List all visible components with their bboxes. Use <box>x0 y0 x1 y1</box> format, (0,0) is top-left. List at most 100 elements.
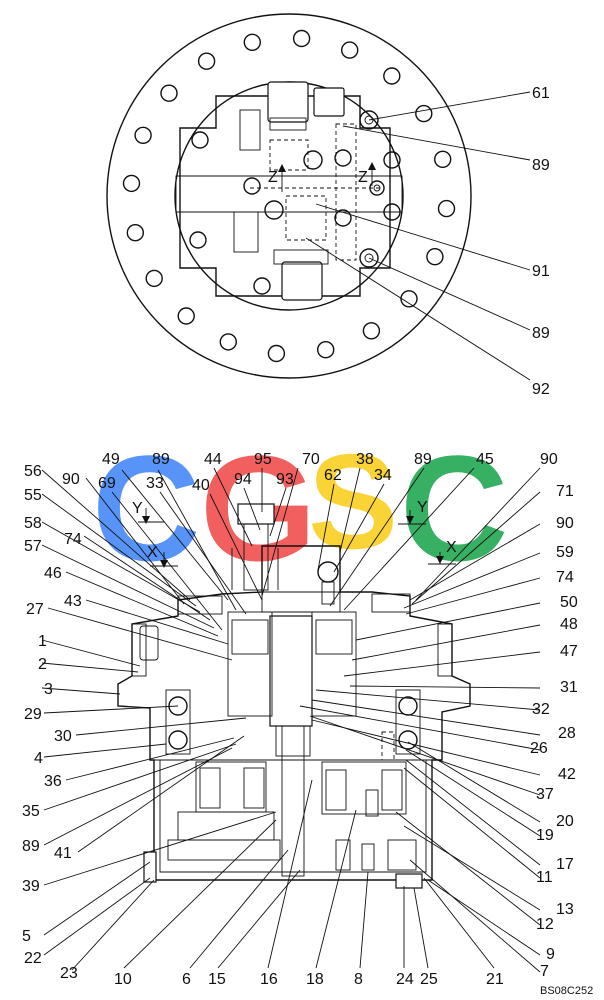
right-label-5: 48 <box>560 616 578 633</box>
right-label-8: 32 <box>532 701 550 718</box>
top-label-9: 70 <box>302 451 320 468</box>
top-label-89b: 89 <box>532 325 550 342</box>
bottom-label-8: 21 <box>486 971 504 988</box>
bottom-label-1: 6 <box>182 971 191 988</box>
top-label-6: 40 <box>192 477 210 494</box>
watermark-logo: C G S C <box>92 424 508 592</box>
drawing-reference: BS08C252 <box>540 985 593 997</box>
top-label-0: 49 <box>102 451 120 468</box>
left-label-3: 58 <box>24 515 42 532</box>
bolt-hole <box>145 269 163 288</box>
top-label-3: 33 <box>146 475 164 492</box>
right-label-2: 59 <box>556 544 574 561</box>
left-label-8: 27 <box>26 601 44 618</box>
bolt-hole <box>415 104 433 123</box>
bolt-hole <box>341 41 359 59</box>
marker-x-left: X <box>147 544 158 561</box>
left-label-19: 39 <box>22 878 40 895</box>
bolt-hole <box>160 84 178 102</box>
right-label-16: 11 <box>536 869 553 886</box>
right-label-10: 26 <box>530 740 548 757</box>
right-label-11: 42 <box>558 766 576 783</box>
bolt-hole <box>434 150 452 169</box>
left-label-9: 1 <box>38 633 47 650</box>
right-label-17: 13 <box>556 901 574 918</box>
top-label-10: 38 <box>356 451 374 468</box>
bolt-hole <box>400 290 418 308</box>
bolt-hole <box>267 344 286 363</box>
right-label-20: 7 <box>540 963 549 980</box>
bolt-hole <box>126 223 145 242</box>
right-label-13: 20 <box>556 813 574 830</box>
marker-y-left: Y <box>132 500 143 517</box>
bolt-hole <box>383 67 401 85</box>
bolt-hole <box>362 322 381 340</box>
right-label-14: 19 <box>536 827 554 844</box>
bolt-hole <box>292 29 311 48</box>
right-label-7: 31 <box>560 679 578 696</box>
bolt-hole <box>317 341 335 359</box>
left-label-15: 36 <box>44 773 62 790</box>
left-label-18: 41 <box>54 845 72 862</box>
left-label-1: 90 <box>62 471 80 488</box>
top-marker-z2: Z <box>358 169 368 186</box>
top-label-91: 91 <box>532 263 550 280</box>
left-label-14: 4 <box>34 750 43 767</box>
top-label-12: 34 <box>374 467 392 484</box>
bolt-hole <box>197 52 216 70</box>
top-label-13: 89 <box>414 451 432 468</box>
bolt-hole <box>426 248 444 266</box>
left-label-4: 74 <box>64 531 82 548</box>
right-label-18: 12 <box>536 916 554 933</box>
left-label-7: 43 <box>64 593 82 610</box>
top-view-drawing <box>106 13 531 381</box>
watermark-letter-s: S <box>308 426 398 577</box>
left-label-12: 29 <box>24 706 42 723</box>
top-label-14: 45 <box>476 451 494 468</box>
top-label-92: 92 <box>532 381 550 398</box>
right-label-3: 74 <box>556 569 574 586</box>
right-label-15: 17 <box>556 856 574 873</box>
right-label-1: 90 <box>556 515 574 532</box>
bolt-hole <box>219 333 238 351</box>
bolt-hole <box>122 174 141 193</box>
top-label-5: 95 <box>254 451 272 468</box>
bottom-label-2: 15 <box>208 971 226 988</box>
bolt-hole <box>437 199 456 218</box>
bottom-label-3: 16 <box>260 971 278 988</box>
bottom-label-4: 18 <box>306 971 324 988</box>
bottom-label-7: 25 <box>420 971 438 988</box>
right-label-0: 71 <box>556 483 574 500</box>
top-label-89a: 89 <box>532 157 550 174</box>
top-label-2: 69 <box>98 475 116 492</box>
right-label-4: 50 <box>560 594 578 611</box>
bolt-hole <box>177 307 195 325</box>
left-label-17: 89 <box>22 838 40 855</box>
right-label-9: 28 <box>558 725 576 742</box>
bolt-hole <box>243 33 262 51</box>
marker-y-right: Y <box>417 499 428 516</box>
left-label-20: 5 <box>22 928 31 945</box>
left-label-6: 46 <box>44 565 62 582</box>
top-label-15: 90 <box>540 451 558 468</box>
left-label-22: 23 <box>60 965 78 982</box>
left-label-2: 55 <box>24 487 42 504</box>
bottom-label-5: 8 <box>354 971 363 988</box>
left-label-13: 30 <box>54 728 72 745</box>
top-view-labels: 61 89 91 89 92 Z Z <box>268 85 550 398</box>
top-label-11: 62 <box>324 467 342 484</box>
top-label-7: 94 <box>234 471 252 488</box>
bottom-label-6: 24 <box>396 971 414 988</box>
right-label-19: 9 <box>546 946 555 963</box>
left-label-11: 3 <box>44 681 53 698</box>
bolt-hole <box>134 126 152 145</box>
top-marker-z1: Z <box>268 169 278 186</box>
left-label-10: 2 <box>38 656 47 673</box>
left-label-0: 56 <box>24 463 42 480</box>
right-label-12: 37 <box>536 786 554 803</box>
left-label-5: 57 <box>24 538 42 555</box>
top-label-4: 44 <box>204 451 222 468</box>
top-label-8: 93 <box>276 471 294 488</box>
